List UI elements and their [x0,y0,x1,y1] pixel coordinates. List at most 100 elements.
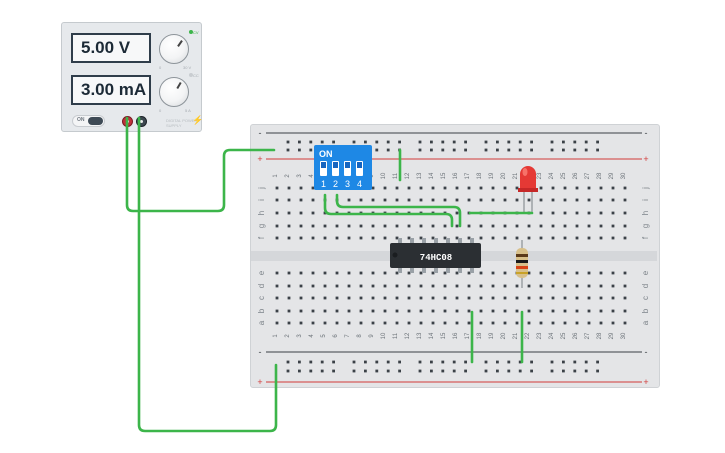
hole[interactable] [311,198,315,202]
hole[interactable] [587,321,591,325]
hole[interactable] [587,271,591,275]
hole[interactable] [323,284,327,288]
rail-hole[interactable] [418,369,422,373]
hole[interactable] [599,224,603,228]
hole[interactable] [383,284,387,288]
hole[interactable] [527,296,531,300]
hole[interactable] [455,284,459,288]
hole[interactable] [623,198,627,202]
rail-hole[interactable] [550,148,554,152]
hole[interactable] [407,284,411,288]
led[interactable] [518,166,538,212]
hole[interactable] [491,296,495,300]
rail-hole[interactable] [441,148,445,152]
rail-hole[interactable] [332,140,335,144]
rail-hole[interactable] [530,369,533,373]
hole[interactable] [383,321,387,325]
hole[interactable] [467,236,471,240]
hole[interactable] [599,271,603,275]
hole[interactable] [599,236,603,240]
hole[interactable] [479,309,483,313]
rail-hole[interactable] [375,148,379,152]
hole[interactable] [383,198,387,202]
hole[interactable] [431,309,435,313]
hole[interactable] [347,284,351,288]
rail-hole[interactable] [573,369,577,373]
rail-hole[interactable] [418,140,422,144]
hole[interactable] [407,321,411,325]
hole[interactable] [323,321,327,325]
hole[interactable] [575,284,579,288]
hole[interactable] [383,186,387,190]
hole[interactable] [287,198,291,202]
hole[interactable] [311,284,315,288]
rail-hole[interactable] [464,360,467,364]
hole[interactable] [431,236,435,240]
rail-hole[interactable] [464,148,467,152]
hole[interactable] [287,186,291,190]
hole[interactable] [587,284,591,288]
hole[interactable] [455,271,459,275]
hole[interactable] [443,198,447,202]
rail-hole[interactable] [507,140,511,144]
rail-hole[interactable] [496,148,499,152]
hole[interactable] [539,224,543,228]
hole[interactable] [455,224,459,228]
hole[interactable] [299,198,303,202]
rail-hole[interactable] [298,140,301,144]
hole[interactable] [371,186,375,190]
hole[interactable] [287,211,291,215]
rail-hole[interactable] [286,360,290,364]
hole[interactable] [275,224,279,228]
rail-hole[interactable] [452,140,456,144]
hole[interactable] [371,224,375,228]
hole[interactable] [371,236,375,240]
rail-hole[interactable] [550,140,554,144]
rail-hole[interactable] [562,360,565,364]
hole[interactable] [623,296,627,300]
rail-hole[interactable] [386,148,390,152]
hole[interactable] [503,284,507,288]
hole[interactable] [359,198,363,202]
hole[interactable] [503,186,507,190]
hole[interactable] [599,284,603,288]
hole[interactable] [455,198,459,202]
hole[interactable] [395,296,399,300]
hole[interactable] [443,271,447,275]
hole[interactable] [587,236,591,240]
hole[interactable] [551,198,555,202]
rail-hole[interactable] [332,369,335,373]
hole[interactable] [287,271,291,275]
hole[interactable] [551,284,555,288]
hole[interactable] [311,271,315,275]
rail-hole[interactable] [518,140,522,144]
hole[interactable] [275,284,279,288]
rail-hole[interactable] [309,148,313,152]
hole[interactable] [323,309,327,313]
hole[interactable] [503,271,507,275]
hole[interactable] [551,211,555,215]
hole[interactable] [539,236,543,240]
ic-74hc08[interactable]: 74HC08 [390,238,481,273]
hole[interactable] [503,309,507,313]
hole[interactable] [383,236,387,240]
hole[interactable] [563,186,567,190]
hole[interactable] [431,186,435,190]
hole[interactable] [287,296,291,300]
hole[interactable] [455,211,459,215]
hole[interactable] [611,186,615,190]
hole[interactable] [359,284,363,288]
rail-hole[interactable] [573,148,577,152]
rail-hole[interactable] [452,360,456,364]
hole[interactable] [287,321,291,325]
hole[interactable] [503,198,507,202]
hole[interactable] [527,321,531,325]
hole[interactable] [335,224,339,228]
hole[interactable] [299,296,303,300]
rail-hole[interactable] [484,140,488,144]
rail-hole[interactable] [507,148,511,152]
hole[interactable] [611,309,615,313]
hole[interactable] [503,321,507,325]
rail-hole[interactable] [573,140,577,144]
hole[interactable] [299,224,303,228]
